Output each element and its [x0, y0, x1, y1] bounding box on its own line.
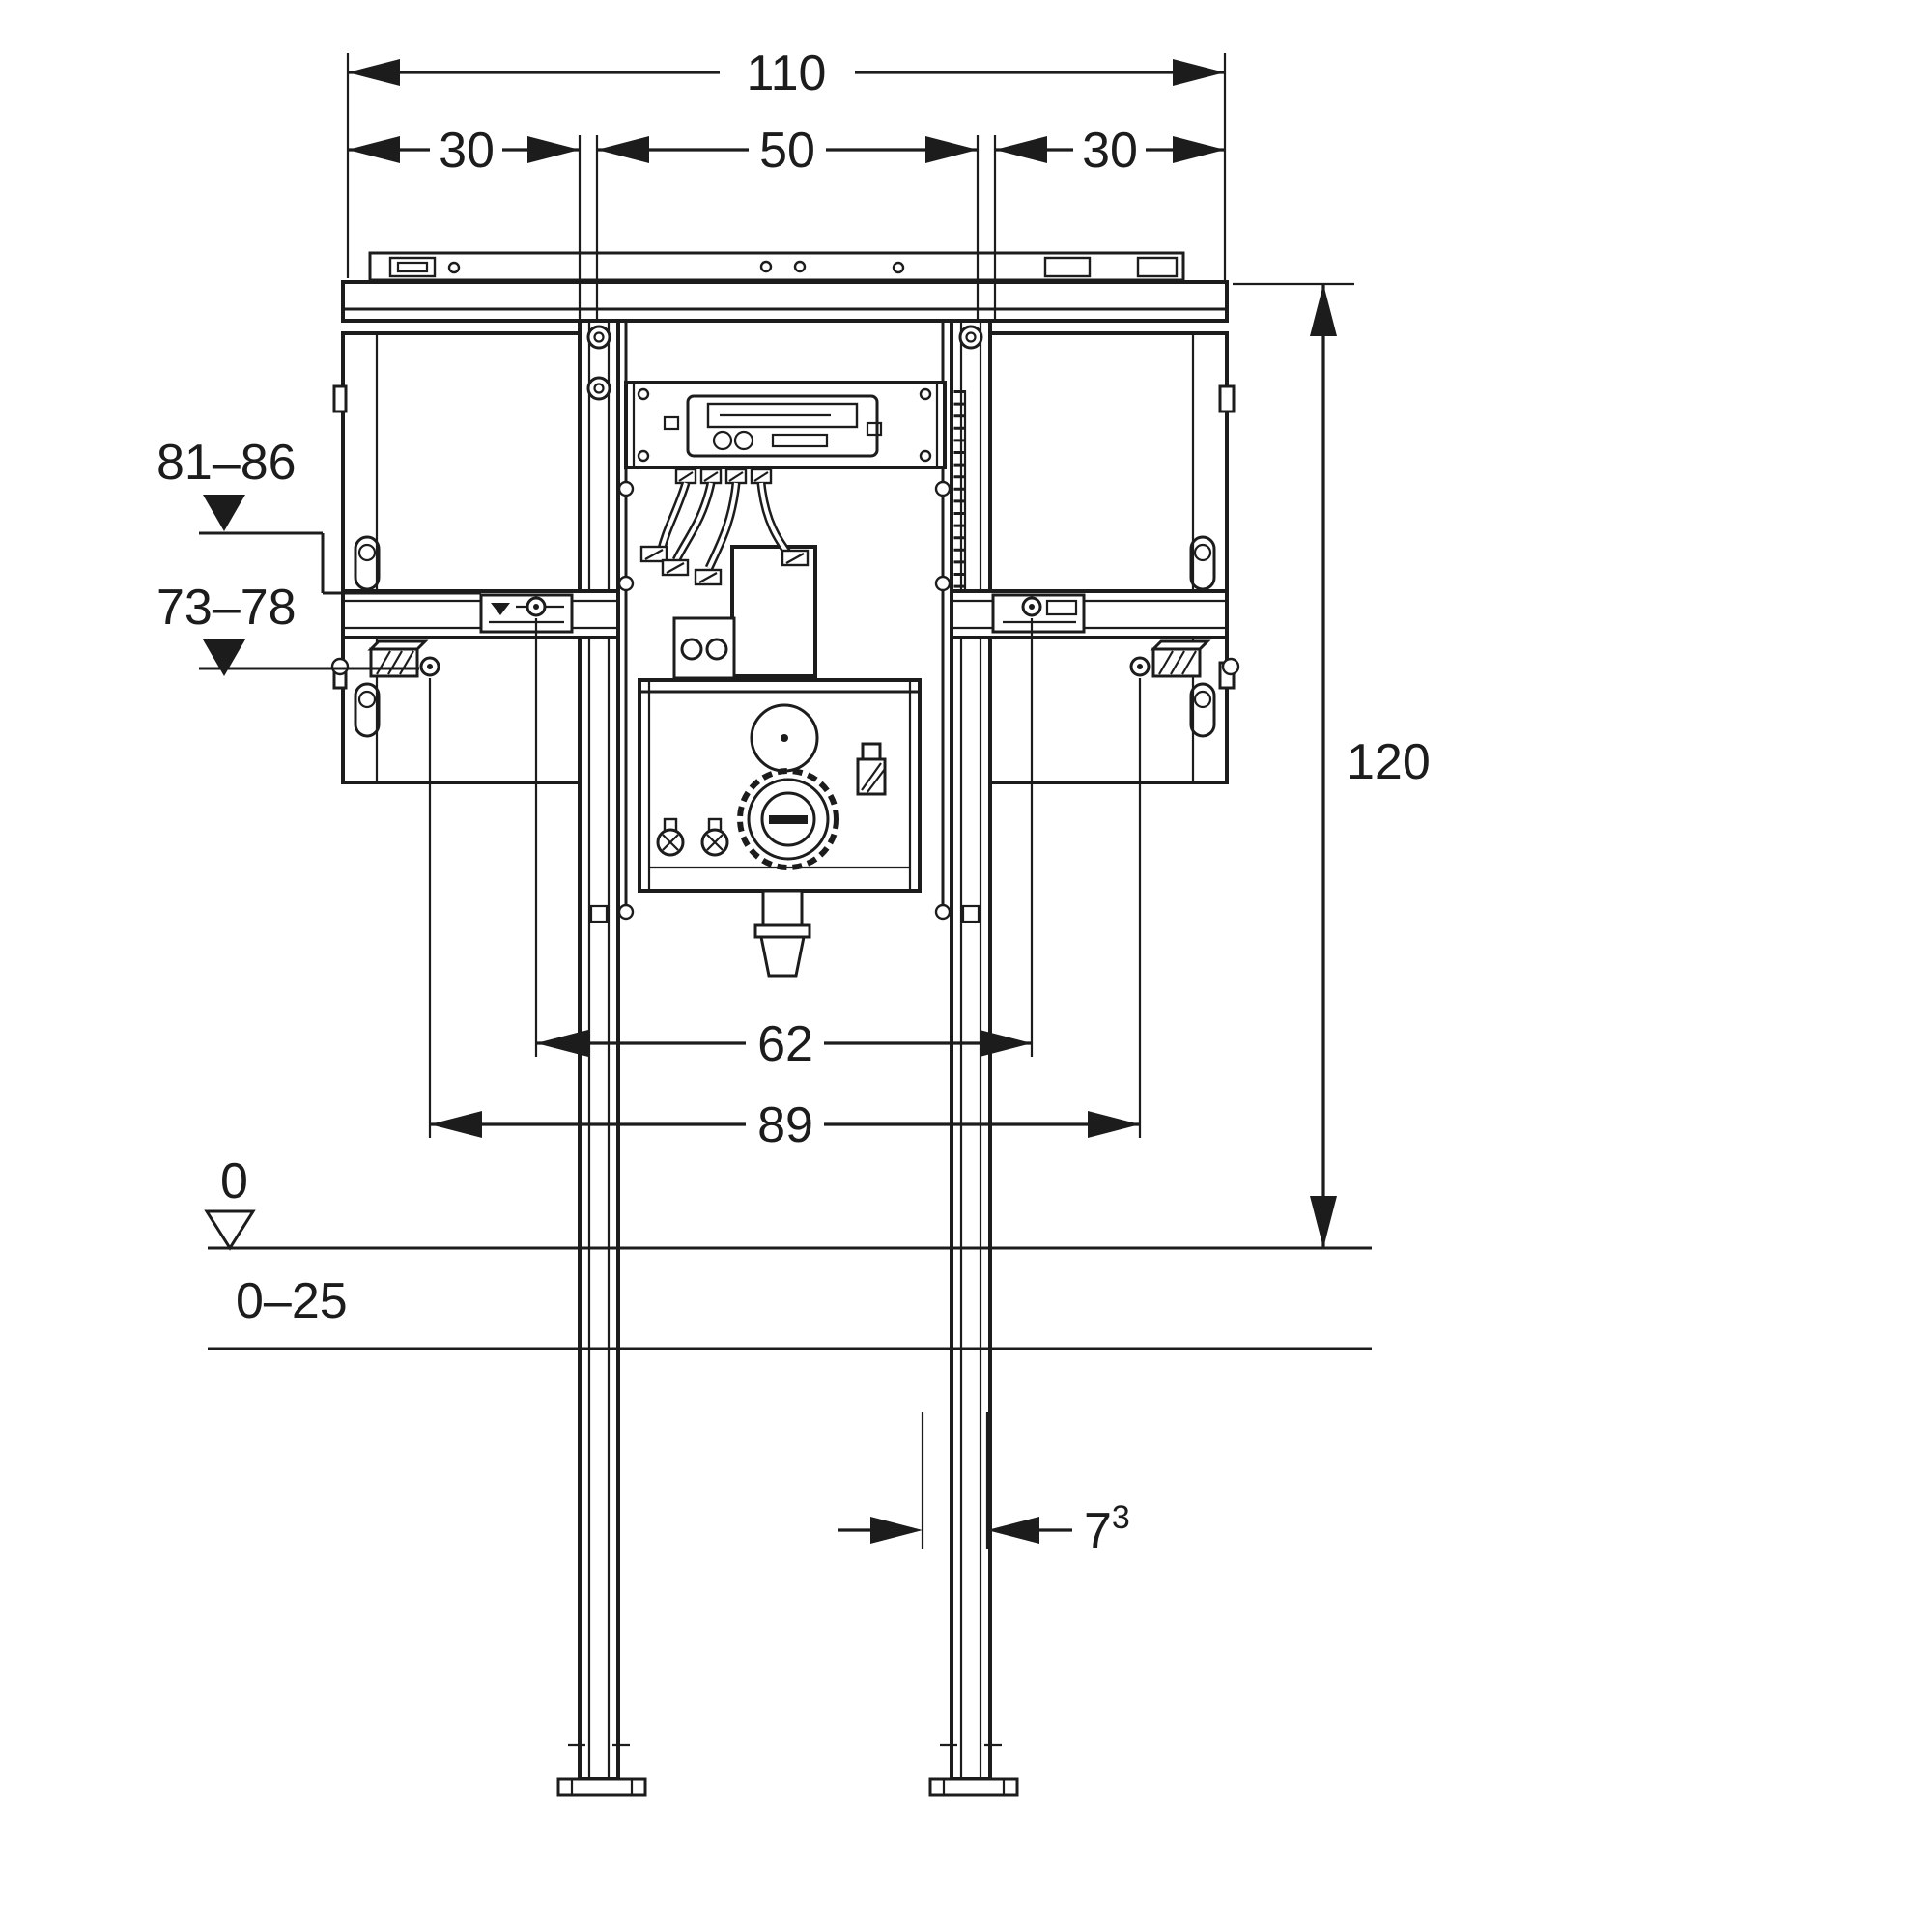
left-cross-rail — [341, 589, 620, 639]
dim-center-span: 50 — [595, 123, 980, 319]
label-mount-height-upper: 81–86 — [156, 435, 297, 491]
keyhole-slot — [354, 682, 381, 738]
label-inner-fixings: 62 — [757, 1016, 813, 1072]
left-wall-bracket — [330, 639, 440, 678]
level-triangle-icon — [203, 495, 245, 531]
dim-total-height: 120 — [1233, 282, 1431, 1248]
label-floor-buildup: 0–25 — [236, 1273, 348, 1329]
dim-foot-depth: 73 — [838, 1412, 1130, 1559]
filling-valve — [856, 742, 887, 796]
label-mount-height-lower: 73–78 — [156, 580, 297, 636]
label-total-width: 110 — [747, 45, 827, 101]
frame — [330, 251, 1240, 1797]
label-plate — [479, 593, 574, 634]
label-center-span: 50 — [759, 123, 815, 179]
label-total-height: 120 — [1347, 734, 1431, 790]
flush-bend-housing — [730, 545, 817, 678]
angle-valve-left — [656, 817, 685, 857]
label-right-span: 30 — [1082, 123, 1138, 179]
right-wing — [988, 331, 1236, 784]
label-left-span: 30 — [439, 123, 495, 179]
left-foot — [556, 1743, 647, 1797]
label-foot-depth: 73 — [1084, 1499, 1130, 1559]
level-marker-lower: 73–78 — [156, 580, 419, 676]
level-triangle-icon — [203, 639, 245, 676]
drain-pipe — [753, 889, 811, 978]
top-rail — [368, 251, 1185, 282]
trap-knob — [737, 768, 839, 870]
top-plate — [341, 280, 1229, 323]
keyhole-slot — [1189, 682, 1216, 738]
flush-valve — [750, 703, 819, 773]
control-box — [624, 381, 947, 469]
angle-valve-right — [700, 817, 729, 857]
label-outer-fixings: 89 — [757, 1097, 813, 1153]
dim-total-width: 110 — [346, 45, 1227, 282]
foot-depth-superscript: 3 — [1112, 1499, 1130, 1536]
datum-triangle-icon — [204, 1209, 256, 1251]
floor-zero-marker: 0 — [204, 1153, 256, 1251]
label-floor-level: 0 — [220, 1153, 248, 1209]
left-wing — [332, 331, 582, 784]
foot-depth-value: 7 — [1084, 1503, 1112, 1559]
dim-outer-fixings: 89 — [428, 678, 1142, 1153]
center-assembly — [624, 381, 947, 978]
level-marker-upper: 81–86 — [156, 435, 481, 595]
dim-right-span: 30 — [993, 123, 1225, 319]
dim-left-span: 30 — [348, 123, 582, 319]
connection-box — [672, 616, 736, 680]
built-in-function-box — [638, 678, 922, 893]
right-wall-bracket — [1129, 639, 1240, 678]
right-foot — [928, 1743, 1019, 1797]
right-cross-rail — [950, 589, 1229, 639]
dim-inner-fixings: 62 — [534, 618, 1034, 1072]
supply-cables — [639, 468, 810, 586]
